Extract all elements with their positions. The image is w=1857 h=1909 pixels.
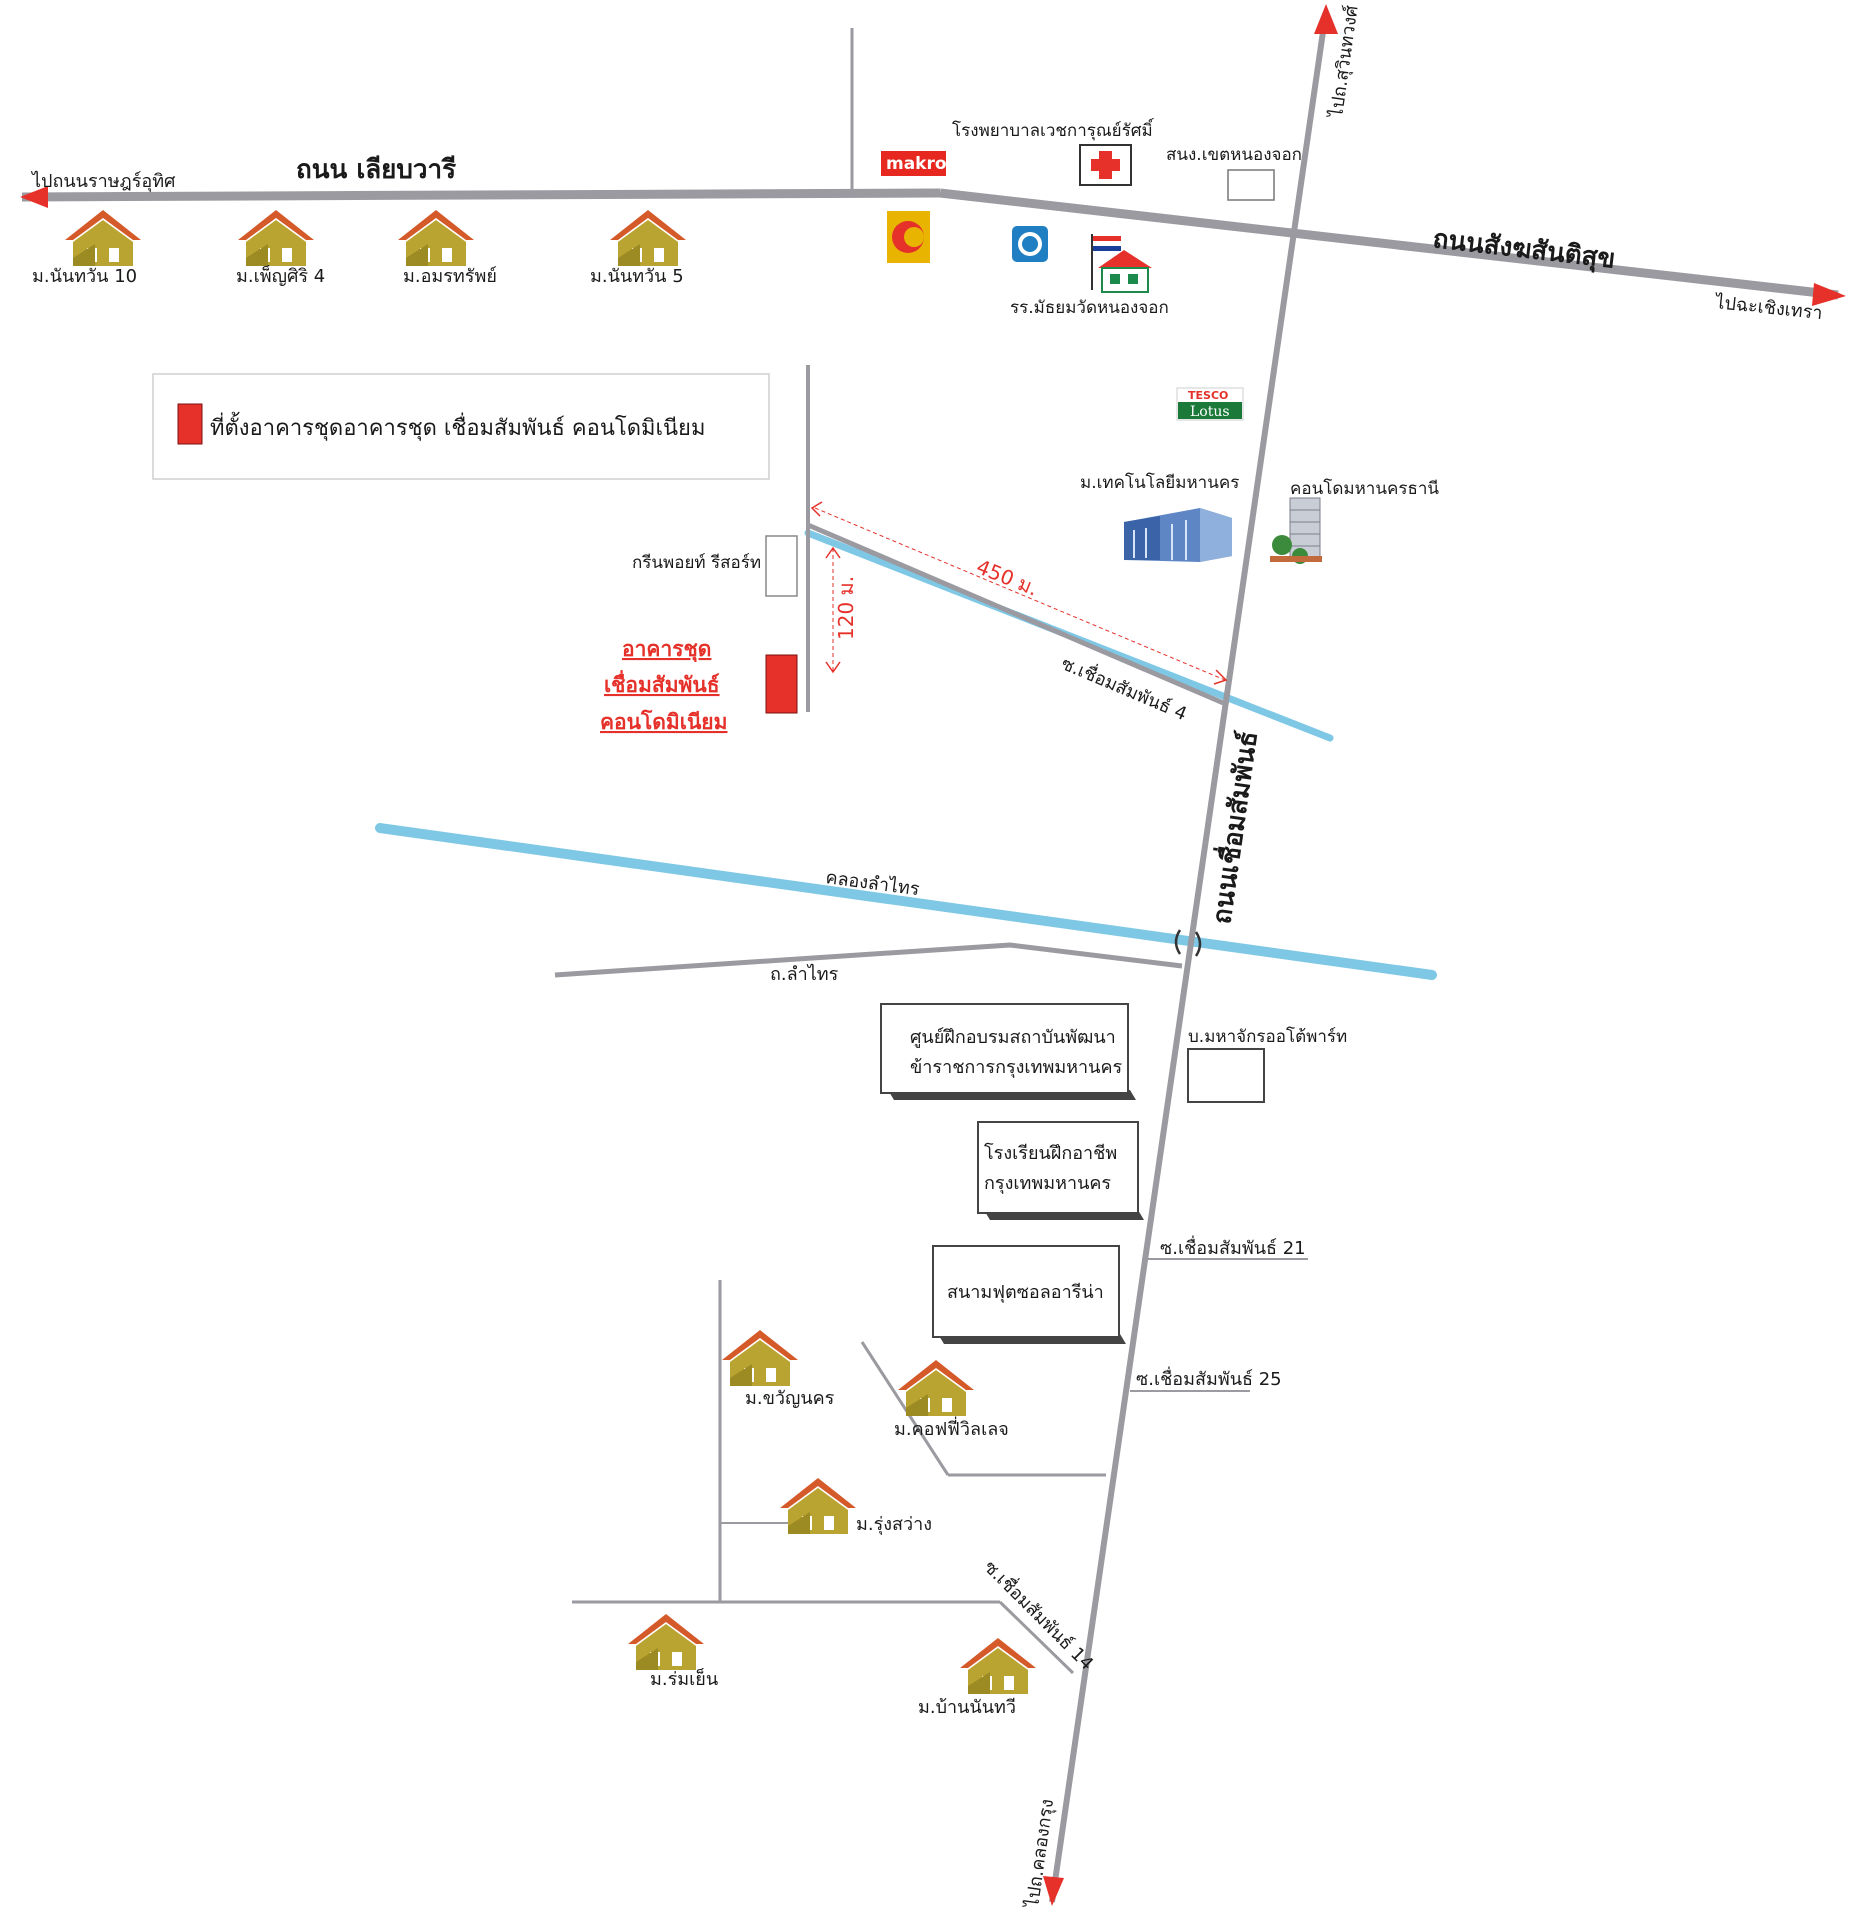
- road-main: [1049, 17, 1328, 1903]
- house-icon: [398, 210, 474, 266]
- company-box: [1187, 1048, 1265, 1103]
- arrow-east-icon: [1812, 283, 1846, 306]
- road-label-to-ratchathit: ไปถนนราษฎร์อุทิศ: [30, 170, 176, 192]
- tesco-lotus-logo: TESCO Lotus: [1176, 387, 1244, 421]
- house-icon: [898, 1360, 974, 1416]
- hospital-label: โรงพยาบาลเวชการุณย์รัศมิ์: [952, 118, 1155, 141]
- hospital-cross-icon: [1079, 144, 1132, 186]
- road-label-lamthai: ถ.ลำไทร: [770, 963, 839, 985]
- training-center-box: ศูนย์ฝึกอบรมสถาบันพัฒนา ข้าราชการกรุงเทพ…: [880, 1003, 1136, 1100]
- house-icon: [238, 210, 314, 266]
- target-label-line3: คอนโดมิเนียม: [600, 709, 727, 734]
- house-icon: [780, 1478, 856, 1534]
- training-center-line2: ข้าราชการกรุงเทพมหานคร: [910, 1057, 1123, 1078]
- futsal-label: สนามฟุตซอลอารีน่า: [947, 1282, 1104, 1303]
- village-label: ม.ขวัญนคร: [745, 1388, 835, 1409]
- company-label: บ.มหาจักรออโต้พาร์ท: [1188, 1026, 1347, 1047]
- district-office-label: สนง.เขตหนองจอก: [1166, 145, 1302, 165]
- road-label-soi25: ซ.เชื่อมสัมพันธ์ 25: [1136, 1366, 1282, 1390]
- road-soi4: [807, 522, 1229, 708]
- target-building: [765, 654, 798, 714]
- legend-text: ที่ตั้งอาคารชุดอาคารชุด เชื่อมสัมพันธ์ ค…: [210, 412, 705, 441]
- legend-swatch: [177, 403, 203, 445]
- house-icon: [65, 210, 141, 266]
- bridge-mark: [1174, 929, 1202, 957]
- green-point-label: กรีนพอยท์ รีสอร์ท: [632, 553, 761, 573]
- village-label: ม.นันทวัน 10: [32, 266, 137, 287]
- school-icon: [1091, 234, 1152, 293]
- village-phensiri-4: ม.เพ็ญศิริ 4: [236, 210, 325, 287]
- village-nanthawan-5: ม.นันทวัน 5: [590, 210, 686, 287]
- house-icon: [722, 1330, 798, 1386]
- blue-emblem-icon: [1012, 226, 1048, 262]
- village-rom-yen: ม.ร่มเย็น: [628, 1614, 718, 1690]
- village-khwan-nakhon: ม.ขวัญนคร: [722, 1330, 835, 1409]
- store-c-logo: [887, 211, 930, 263]
- village-label: ม.อมรทรัพย์: [403, 266, 497, 287]
- road-label-main: ถนนเชื่อมสัมพันธ์: [1202, 729, 1264, 926]
- distance-120-label: 120 ม.: [834, 576, 858, 640]
- target-label-line2: เชื่อมสัมพันธ์: [604, 669, 720, 697]
- village-label: ม.บ้านนันทวี: [918, 1697, 1016, 1718]
- road-label-liap-wari: ถนน เลียบวารี: [296, 155, 456, 185]
- tech-village-building-icon: [1124, 508, 1232, 562]
- legend: ที่ตั้งอาคารชุดอาคารชุด เชื่อมสัมพันธ์ ค…: [152, 373, 770, 480]
- canal-lamthai: [375, 823, 1437, 980]
- vocational-school-line2: กรุงเทพมหานคร: [984, 1173, 1111, 1194]
- village-amornsap: ม.อมรทรัพย์: [398, 210, 497, 287]
- road-label-soi21: ซ.เชื่อมสัมพันธ์ 21: [1160, 1235, 1306, 1259]
- village-label: ม.รุ่งสว่าง: [856, 1514, 932, 1535]
- road-soi14: [998, 1600, 1075, 1675]
- condo-mahanakorn-building-icon: [1270, 497, 1322, 564]
- condo-mahanakorn-label: คอนโดมหานครธานี: [1290, 478, 1439, 499]
- distance-120: 120 ม.: [825, 546, 858, 674]
- lotus-label: Lotus: [1190, 404, 1230, 420]
- futsal-box: สนามฟุตซอลอารีน่า: [932, 1245, 1126, 1344]
- village-rung-sawang: ม.รุ่งสว่าง: [780, 1478, 932, 1535]
- road-label-sangkhom: ถนนสังฆสันติสุข: [1431, 224, 1617, 276]
- tech-village-label: ม.เทคโนโลยีมหานคร: [1080, 472, 1239, 493]
- village-label: ม.คอฟฟี่วิลเลจ: [894, 1416, 1009, 1440]
- house-icon: [960, 1638, 1036, 1694]
- arrow-west-icon: [20, 186, 48, 208]
- village-nanthawan-10: ม.นันทวัน 10: [32, 210, 141, 287]
- village-label: ม.เพ็ญศิริ 4: [236, 264, 325, 287]
- makro-label: makro: [886, 154, 947, 174]
- vocational-school-line1: โรงเรียนฝึกอาชีพ: [984, 1142, 1117, 1164]
- green-point-box: [765, 535, 798, 597]
- arrow-north-icon: [1314, 4, 1338, 34]
- village-ban-nanthawi: ม.บ้านนันทวี: [918, 1638, 1036, 1718]
- vocational-school-box: โรงเรียนฝึกอาชีพ กรุงเทพมหานคร: [977, 1121, 1144, 1220]
- road-lamthai: [554, 942, 1183, 978]
- house-icon: [628, 1614, 704, 1670]
- arrow-south-icon: [1043, 1876, 1064, 1906]
- school-label: รร.มัธยมวัดหนองจอก: [1010, 298, 1169, 318]
- village-coffee-village: ม.คอฟฟี่วิลเลจ: [894, 1360, 1009, 1440]
- house-icon: [610, 210, 686, 266]
- district-office-box: [1227, 169, 1275, 201]
- target-label-line1: อาคารชุด: [622, 637, 711, 663]
- road-liap-wari: [21, 188, 941, 202]
- training-center-line1: ศูนย์ฝึกอบรมสถาบันพัฒนา: [910, 1027, 1116, 1048]
- tesco-label: TESCO: [1188, 389, 1228, 402]
- village-label: ม.ร่มเย็น: [650, 1667, 718, 1690]
- road-coffee-village: [860, 1341, 950, 1476]
- road-sangkhom-santisuk: [939, 188, 1839, 300]
- makro-logo: makro: [881, 151, 947, 176]
- distance-450-label: 450 ม.: [973, 554, 1041, 600]
- village-label: ม.นันทวัน 5: [590, 266, 684, 287]
